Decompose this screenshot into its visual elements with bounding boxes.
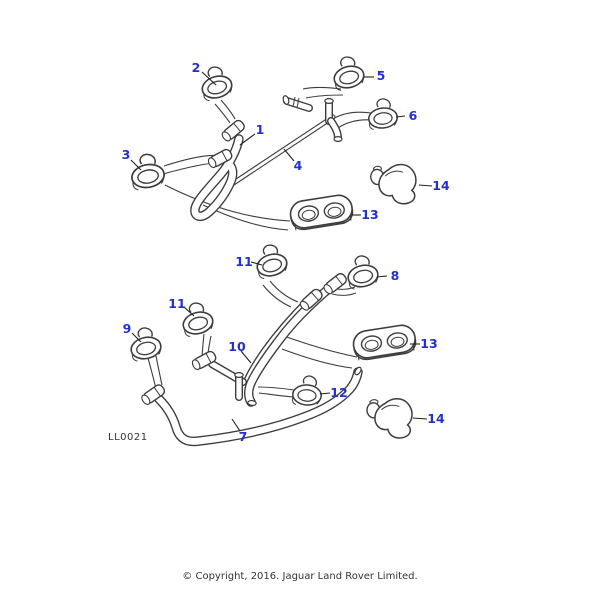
pipe-4 — [229, 114, 336, 187]
copyright-text: © Copyright, 2016. Jaguar Land Rover Lim… — [182, 571, 418, 582]
hose-10-junction — [190, 349, 247, 401]
callout-part-3[interactable]: 3 — [121, 146, 131, 162]
hose-1 — [190, 118, 247, 221]
pipe-4-junction — [282, 95, 343, 143]
clamp-12 — [291, 374, 324, 408]
callout-part-9[interactable]: 9 — [122, 320, 132, 336]
pipe-clip-14-lower — [365, 396, 415, 441]
hose-7 — [139, 366, 363, 447]
pipe-clip-14-upper — [368, 161, 420, 208]
callout-part-5[interactable]: 5 — [376, 67, 386, 83]
callout-part-14-upper[interactable]: 14 — [432, 177, 450, 193]
upper-hose-assembly — [127, 53, 420, 233]
lower-pointer-curves — [147, 280, 358, 398]
clamp-5 — [328, 53, 368, 93]
clamp-9 — [126, 324, 164, 363]
clamp-6 — [366, 96, 400, 131]
callout-part-12[interactable]: 12 — [330, 384, 348, 400]
callout-part-10[interactable]: 10 — [228, 338, 246, 354]
lower-hose-assembly — [126, 240, 419, 447]
callout-part-13-lower[interactable]: 13 — [420, 335, 438, 351]
clamp-8 — [343, 252, 381, 291]
hose-10-fitting-right — [321, 271, 349, 297]
callout-part-11-left[interactable]: 11 — [168, 295, 186, 311]
callout-part-6[interactable]: 6 — [408, 107, 418, 123]
callout-part-2-upper[interactable]: 2 — [191, 59, 201, 75]
diagram-code: LL0021 — [108, 432, 148, 443]
clamp-11-right — [251, 240, 291, 281]
callout-part-11-right[interactable]: 11 — [235, 253, 253, 269]
callout-part-13-upper[interactable]: 13 — [361, 206, 379, 222]
clamp-3 — [127, 151, 167, 192]
callout-part-14-lower[interactable]: 14 — [427, 410, 445, 426]
callout-part-4[interactable]: 4 — [293, 157, 303, 173]
hose-10 — [243, 271, 349, 407]
callout-leader-lines — [130, 71, 433, 432]
callout-part-7[interactable]: 7 — [238, 428, 248, 444]
double-clamp-13-lower — [350, 322, 419, 363]
callout-part-8[interactable]: 8 — [390, 267, 400, 283]
clamp-2 — [196, 62, 236, 103]
double-clamp-13-upper — [287, 192, 356, 233]
callout-part-1[interactable]: 1 — [255, 121, 265, 137]
